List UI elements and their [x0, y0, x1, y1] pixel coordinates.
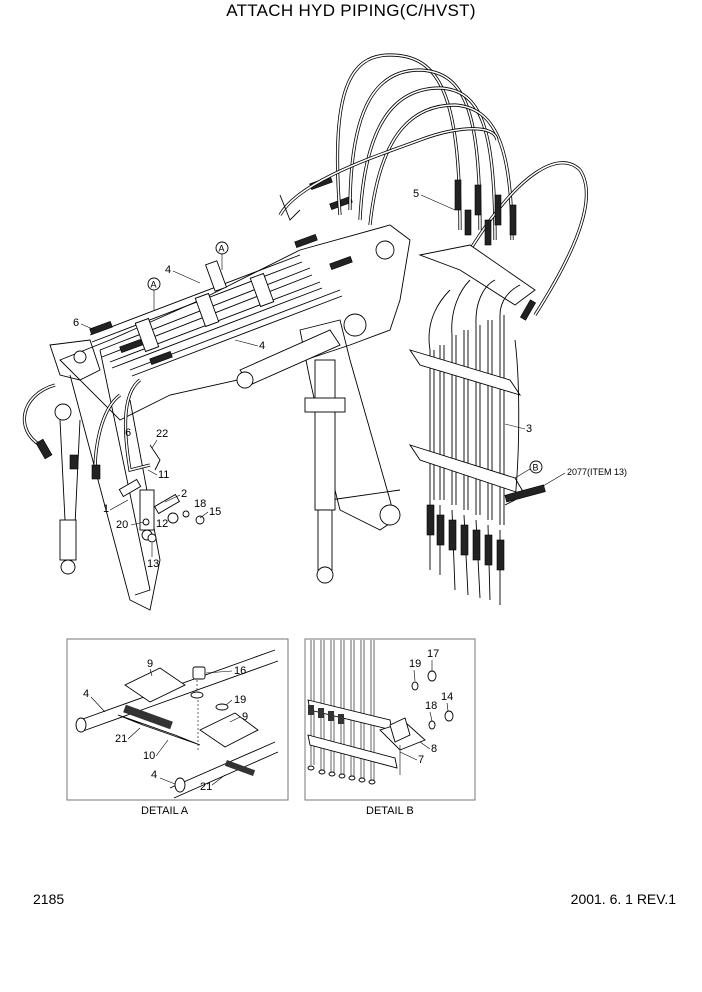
detail-a-callout-16: 16	[234, 665, 246, 677]
svg-text:A: A	[151, 280, 157, 290]
detail-b-callout-17: 17	[427, 648, 439, 660]
small-parts	[118, 478, 205, 543]
callout-11: 11	[158, 469, 169, 481]
callout-13: 13	[147, 558, 159, 570]
main-callouts: 1 2 3 4 4 5 6 6 11 12 13 15 18 20 22 A A…	[73, 188, 627, 570]
clamp-lower-a	[199, 712, 259, 748]
callout-2: 2	[181, 488, 187, 500]
svg-text:B: B	[533, 463, 539, 473]
page-number: 2185	[33, 891, 65, 907]
detail-a-callout-21b: 21	[200, 781, 212, 793]
detail-a-callout-9a: 9	[147, 658, 153, 670]
detail-a-callout-4b: 4	[151, 769, 157, 781]
item13-label: 2077(ITEM 13)	[567, 467, 627, 477]
svg-text:A: A	[219, 244, 225, 254]
callout-22: 22	[156, 428, 168, 440]
detail-a-label: DETAIL A	[141, 805, 189, 817]
callout-5: 5	[413, 188, 419, 200]
page-title: ATTACH HYD PIPING(C/HVST)	[226, 1, 476, 20]
detail-a-drawing: 9 16 4 19 9 21 10 4 21	[66, 638, 289, 801]
callout-1: 1	[103, 503, 109, 515]
detail-b-drawing: 19 17 14 18 8 7	[304, 638, 476, 801]
callout-15: 15	[209, 506, 221, 518]
detail-b-callout-8: 8	[431, 743, 437, 755]
detail-b-callout-7: 7	[418, 754, 424, 766]
upper-clamp	[408, 349, 522, 396]
boom-assembly	[49, 224, 411, 611]
detail-a-box	[66, 638, 289, 801]
callout-4a: 4	[165, 264, 171, 276]
callout-3: 3	[526, 423, 532, 435]
callout-6b: 6	[125, 427, 131, 439]
lower-clamp	[408, 444, 526, 496]
mount-plate	[418, 244, 536, 306]
boom-pipes	[89, 176, 353, 377]
hose-loops	[278, 53, 589, 321]
callout-18: 18	[194, 498, 206, 510]
pipe-bundle	[408, 279, 546, 605]
callout-12: 12	[156, 518, 168, 530]
detail-b-box	[304, 638, 476, 801]
boom-cylinder	[314, 359, 336, 511]
detail-b-label: DETAIL B	[366, 805, 414, 817]
detail-b-callout-18: 18	[425, 700, 437, 712]
clamp-upper-a	[124, 667, 186, 703]
detail-a-callout-10: 10	[143, 750, 155, 762]
revision-date: 2001. 6. 1 REV.1	[570, 891, 676, 907]
detail-a-callout-9b: 9	[242, 711, 248, 723]
left-hoses	[22, 378, 161, 480]
detail-b-callout-14: 14	[441, 691, 453, 703]
detail-b-callout-19: 19	[409, 658, 421, 670]
detail-a-callout-4a: 4	[83, 688, 89, 700]
ref-circle-b	[529, 460, 543, 474]
callout-6a: 6	[73, 317, 79, 329]
callout-20: 20	[116, 519, 128, 531]
boom-pin	[379, 504, 401, 526]
detail-a-callout-19: 19	[234, 694, 246, 706]
detail-a-callout-21a: 21	[115, 733, 127, 745]
callout-4b: 4	[259, 340, 265, 352]
